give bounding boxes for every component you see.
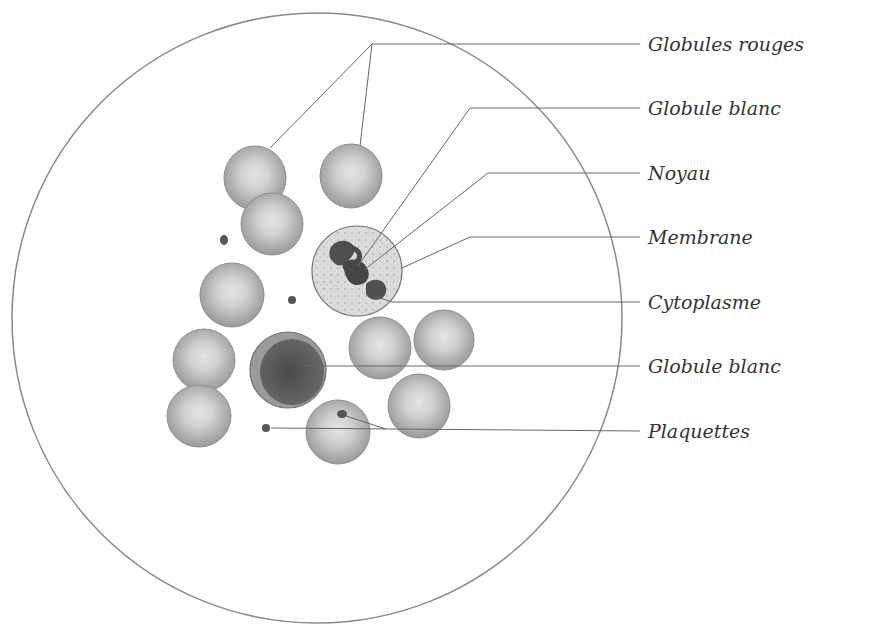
part-label: Noyau bbox=[646, 163, 712, 184]
part-label: Membrane bbox=[646, 227, 755, 248]
white-blood-cell-lymphocyte bbox=[250, 332, 326, 408]
part-label: Plaquettes bbox=[646, 421, 752, 442]
part-label: Cytoplasme bbox=[646, 292, 763, 313]
part-label: Globules rouges bbox=[646, 34, 806, 55]
microscope-field bbox=[12, 13, 622, 623]
part-label: Globule blanc bbox=[646, 356, 783, 377]
red-blood-cells bbox=[167, 144, 474, 464]
platelets bbox=[220, 235, 347, 432]
part-label: Globule blanc bbox=[646, 98, 783, 119]
leader-lines bbox=[270, 44, 640, 431]
white-blood-cell-neutrophil bbox=[312, 226, 402, 316]
